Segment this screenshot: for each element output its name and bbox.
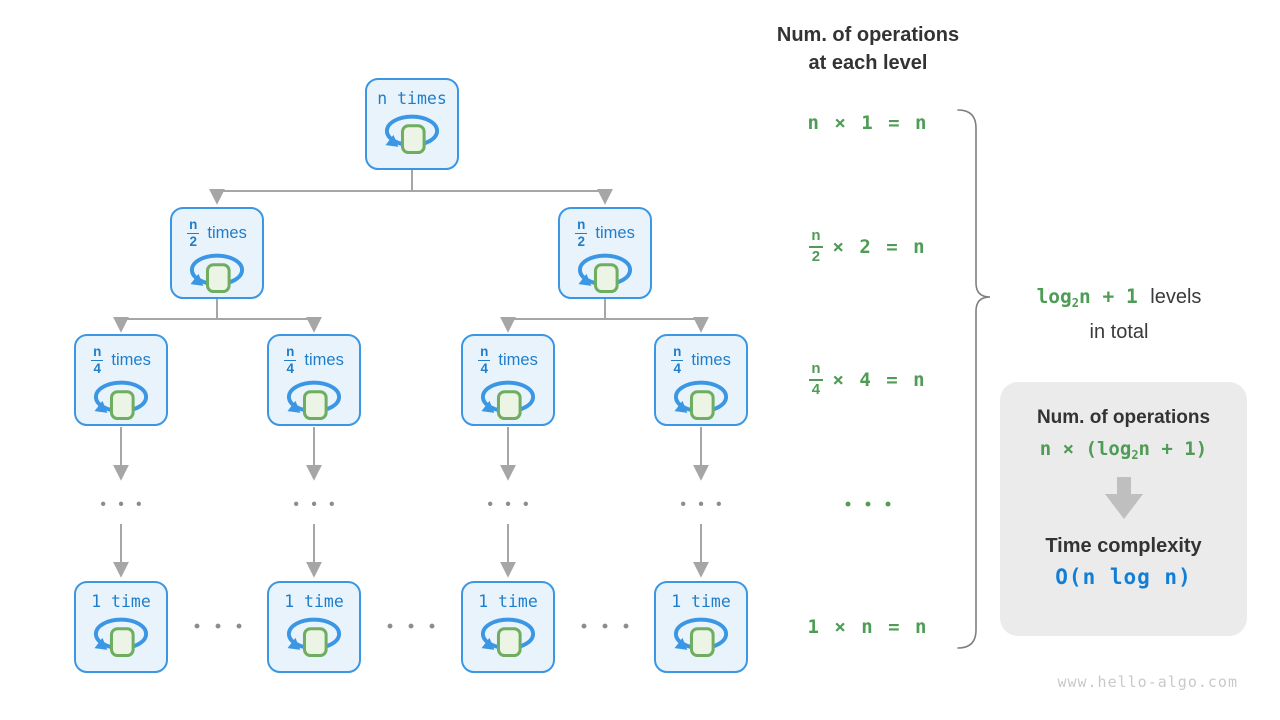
tree-node-quarter-4: n 4 times: [654, 334, 748, 426]
tree-node-root: n times: [365, 78, 459, 170]
fraction-numerator: n: [575, 216, 588, 234]
self-loop-icon: [576, 253, 633, 294]
node-label: n 2 times: [187, 217, 247, 249]
tree-node-leaf-2: 1 time: [267, 581, 361, 673]
tree-node-leaf-4: 1 time: [654, 581, 748, 673]
fraction: n 4: [671, 343, 684, 376]
ops-row-level1: n 2 × 2 = n: [768, 227, 968, 266]
levels-label-line1: log2n + 1 levels: [1005, 282, 1233, 318]
ellipsis-column-4: •••: [678, 495, 733, 514]
node-label: n times: [377, 89, 447, 108]
ellipsis-column-1: •••: [98, 495, 153, 514]
node-label-suffix: times: [111, 350, 151, 369]
ellipsis-row-2: •••: [384, 617, 449, 638]
fraction: n 4: [91, 343, 104, 376]
levels-label-line2: in total: [1089, 321, 1149, 343]
fraction-denominator: 2: [189, 234, 198, 249]
self-loop-icon: [285, 617, 342, 658]
down-block-arrow-icon: [1104, 477, 1143, 519]
fraction-numerator: n: [91, 343, 104, 361]
self-loop-icon: [383, 114, 440, 155]
ops-row-rest: × 4 = n: [832, 368, 927, 391]
self-loop-icon: [188, 253, 245, 294]
node-label: n 4 times: [91, 344, 151, 376]
levels-label: log2n + 1 levels in total: [1005, 282, 1233, 347]
tree-node-half-right: n 2 times: [558, 207, 652, 299]
fraction: n 2: [809, 227, 823, 266]
ellipsis-column-2: •••: [291, 495, 346, 514]
node-label: 1 time: [91, 592, 151, 611]
fraction-denominator: 2: [811, 247, 821, 265]
fraction-denominator: 4: [480, 361, 489, 376]
fraction-denominator: 4: [286, 361, 295, 376]
tree-node-leaf-3: 1 time: [461, 581, 555, 673]
panel-complexity: O(n log n): [1055, 565, 1192, 589]
tree-node-quarter-3: n 4 times: [461, 334, 555, 426]
tree-node-quarter-1: n 4 times: [74, 334, 168, 426]
node-label-suffix: times: [595, 223, 635, 242]
fraction-numerator: n: [187, 216, 200, 234]
self-loop-icon: [479, 380, 536, 421]
levels-formula: log2n + 1: [1036, 285, 1138, 310]
ops-row-bottom: 1 × n = n: [807, 616, 929, 638]
fraction: n 2: [575, 216, 588, 249]
self-loop-icon: [92, 617, 149, 658]
node-label: n 4 times: [671, 344, 731, 376]
self-loop-icon: [672, 617, 729, 658]
self-loop-icon: [92, 380, 149, 421]
self-loop-icon: [285, 380, 342, 421]
summary-panel: Num. of operations n × (log2n + 1) Time …: [1000, 382, 1247, 636]
node-label-suffix: times: [304, 350, 344, 369]
ops-header-line1: Num. of operations: [776, 24, 960, 46]
tree-node-quarter-2: n 4 times: [267, 334, 361, 426]
node-label: n 4 times: [478, 344, 538, 376]
fraction-numerator: n: [809, 360, 823, 381]
ops-row-level0: n × 1 = n: [807, 112, 929, 134]
watermark: www.hello-algo.com: [1057, 673, 1238, 691]
fraction-numerator: n: [809, 227, 823, 248]
fraction-denominator: 4: [673, 361, 682, 376]
ellipsis-row-1: •••: [191, 617, 256, 638]
ellipsis-column-3: •••: [485, 495, 540, 514]
fraction-numerator: n: [478, 343, 491, 361]
tree-node-half-left: n 2 times: [170, 207, 264, 299]
node-label-suffix: times: [498, 350, 538, 369]
node-label: 1 time: [671, 592, 731, 611]
node-label: 1 time: [284, 592, 344, 611]
fraction: n 4: [478, 343, 491, 376]
ops-header: Num. of operations at each level: [730, 21, 1006, 77]
levels-label-text: levels: [1150, 286, 1202, 308]
fraction: n 4: [809, 360, 823, 399]
ops-row-level2: n 4 × 4 = n: [768, 360, 968, 399]
self-loop-icon: [672, 380, 729, 421]
node-label-suffix: times: [691, 350, 731, 369]
ops-row-rest: × 2 = n: [832, 235, 927, 258]
panel-formula: n × (log2n + 1): [1039, 438, 1208, 462]
panel-title: Num. of operations: [1036, 407, 1211, 428]
fraction-denominator: 4: [811, 380, 821, 398]
fraction: n 2: [187, 216, 200, 249]
fraction-numerator: n: [284, 343, 297, 361]
node-label: 1 time: [478, 592, 538, 611]
node-label-suffix: times: [207, 223, 247, 242]
fraction-denominator: 4: [93, 361, 102, 376]
ops-ellipsis: •••: [842, 495, 904, 516]
fraction-denominator: 2: [577, 234, 586, 249]
self-loop-icon: [479, 617, 536, 658]
fraction: n 4: [284, 343, 297, 376]
panel-subtitle: Time complexity: [1045, 535, 1202, 557]
tree-node-leaf-1: 1 time: [74, 581, 168, 673]
node-label: n 4 times: [284, 344, 344, 376]
fraction-numerator: n: [671, 343, 684, 361]
ops-header-line2: at each level: [808, 52, 928, 74]
node-label: n 2 times: [575, 217, 635, 249]
ellipsis-row-3: •••: [578, 617, 643, 638]
